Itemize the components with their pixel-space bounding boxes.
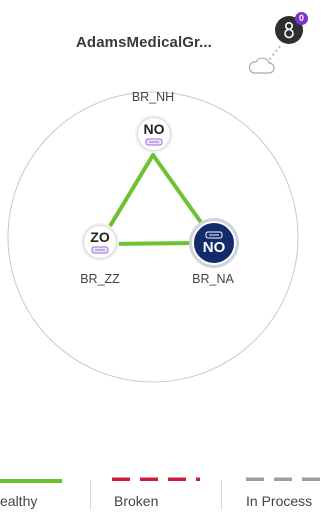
node-label-br-nh: BR_NH [131, 90, 175, 104]
link-br-zz-br-na[interactable] [102, 241, 198, 246]
link-br-nh-br-zz[interactable] [102, 153, 155, 238]
site-boundary-circle [7, 91, 299, 383]
site-node-icon [284, 21, 294, 39]
router-icon [91, 246, 109, 254]
link-br-nh-br-na[interactable] [151, 153, 207, 230]
legend-label-healthy: ealthy [0, 493, 38, 509]
cloud-icon [248, 57, 275, 74]
legend-item-healthy: ealthy [0, 470, 90, 513]
node-label-br-na: BR_NA [192, 272, 234, 286]
router-icon [145, 138, 163, 146]
node-br-na[interactable]: NO [192, 221, 236, 265]
node-br-zz[interactable]: ZO [83, 225, 117, 259]
node-label-br-zz: BR_ZZ [80, 272, 120, 286]
legend-item-in-process: In Process [244, 470, 326, 513]
notification-count-badge: 0 [295, 12, 308, 25]
cloud-connector-line [265, 45, 281, 65]
node-abbr: NO [143, 121, 165, 137]
site-title[interactable]: AdamsMedicalGr... [76, 34, 212, 51]
node-abbr: ZO [90, 229, 110, 245]
node-abbr: NO [202, 239, 226, 256]
legend-label-in-process: In Process [246, 493, 313, 509]
legend-divider [90, 480, 91, 510]
link-status-legend: ealthy Broken In Process [0, 470, 326, 513]
legend-line-in-process [246, 477, 326, 481]
legend-line-healthy [0, 479, 62, 483]
legend-item-broken: Broken [110, 470, 220, 513]
site-notification-button[interactable]: 0 [275, 12, 308, 44]
node-br-nh[interactable]: NO [137, 117, 171, 151]
legend-divider [221, 480, 222, 510]
legend-line-broken [112, 477, 200, 481]
router-icon [205, 231, 223, 239]
legend-label-broken: Broken [114, 493, 159, 509]
